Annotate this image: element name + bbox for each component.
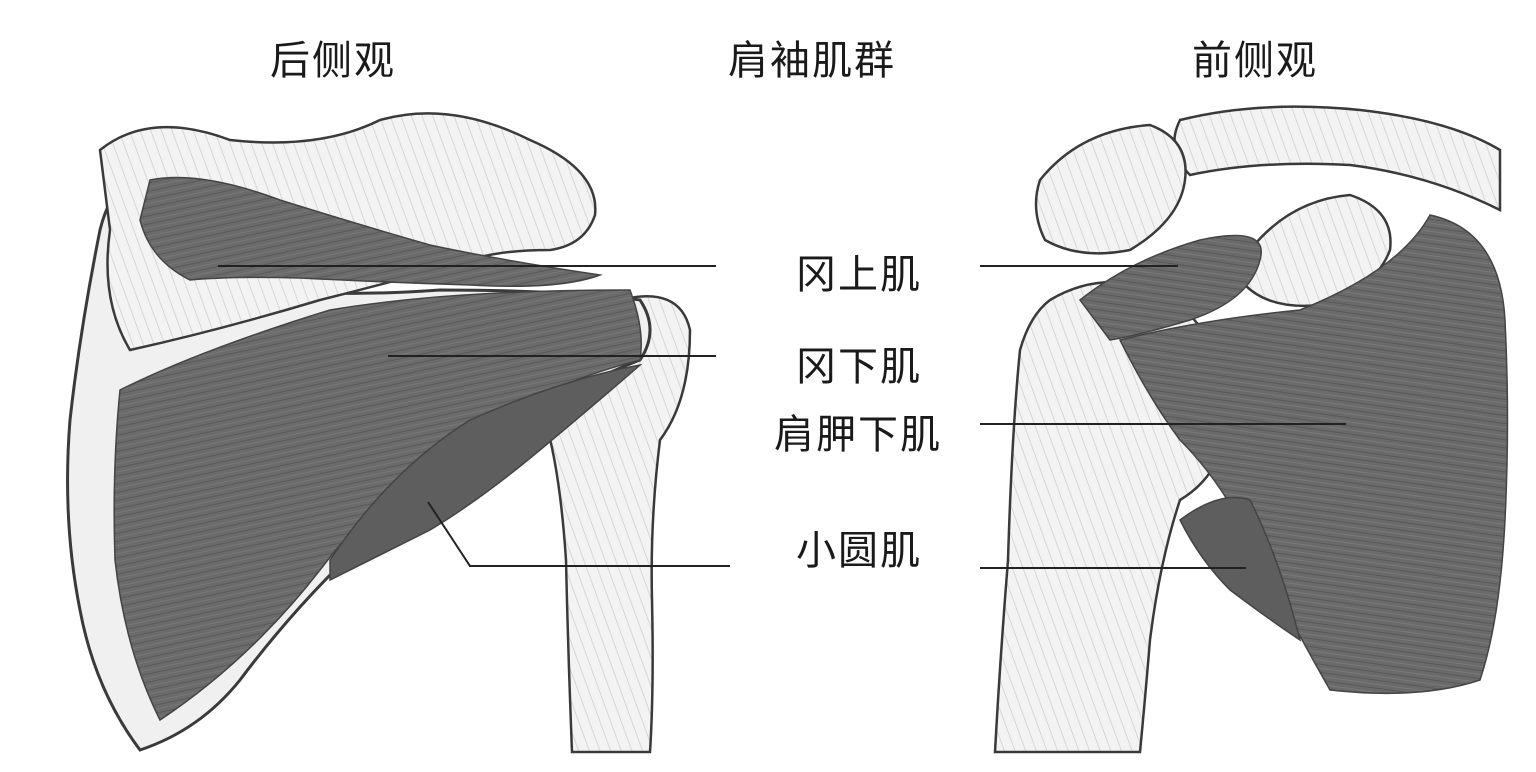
clavicle-anterior (1173, 105, 1502, 213)
supraspinatus-posterior (139, 176, 603, 287)
anterior-view (993, 105, 1509, 754)
infraspinatus-label: 冈下肌 (796, 344, 922, 390)
supraspinatus-label: 冈上肌 (796, 252, 922, 298)
posterior-view (66, 112, 692, 754)
teres-minor-label: 小圆肌 (796, 528, 922, 574)
anterior-view-heading: 前侧观 (1192, 38, 1318, 84)
coracoid-anterior (1243, 193, 1392, 308)
subscapularis-label: 肩胛下肌 (774, 412, 942, 458)
posterior-view-heading: 后侧观 (270, 38, 396, 84)
diagram-title: 肩袖肌群 (728, 38, 896, 84)
supraspinatus-anterior (1078, 234, 1262, 341)
teres-minor-leader-left (427, 501, 730, 567)
teres-minor-posterior (329, 363, 643, 582)
leader-lines (218, 265, 1346, 569)
acromion-anterior (1034, 123, 1187, 255)
